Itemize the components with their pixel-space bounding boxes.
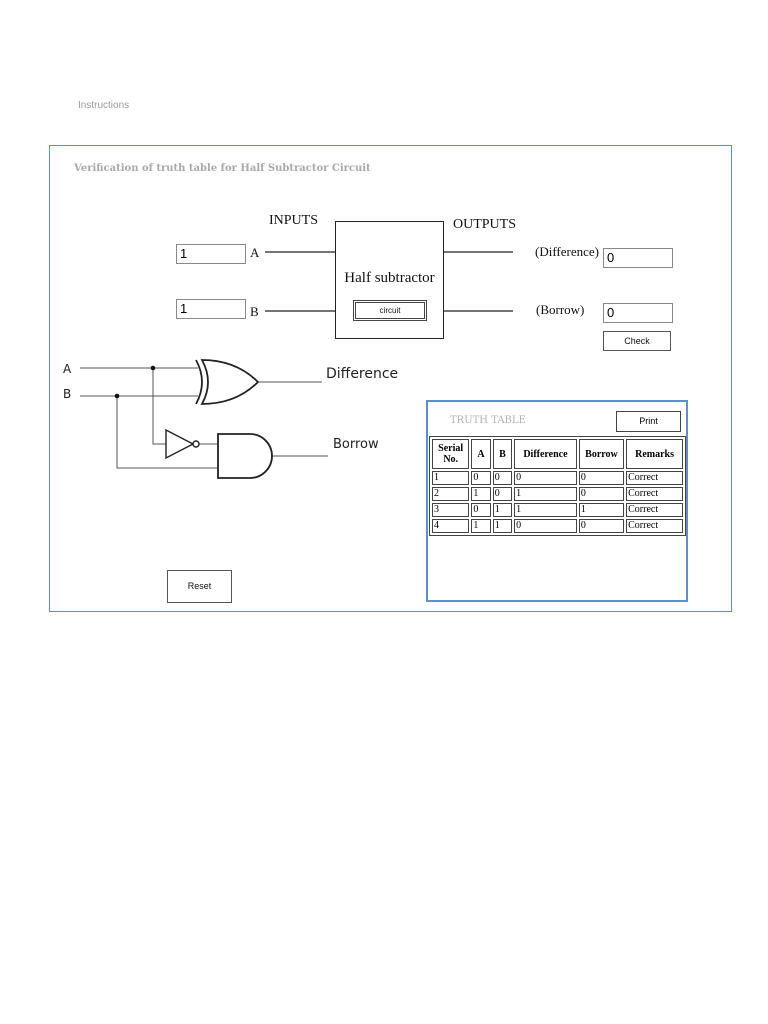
difference-output-label: (Difference) [535,244,599,259]
panel-title: Verification of truth table for Half Sub… [74,163,371,174]
cell-b: 0 [492,487,513,501]
cell-remarks: Correct [626,471,683,485]
check-button[interactable]: Check [603,331,671,351]
cell-borrow: 1 [578,503,625,517]
header-a: A [471,439,491,469]
cell-a: 0 [471,503,491,517]
schematic-input-a-label: A [63,362,72,376]
cell-serial: 2 [432,487,470,501]
header-serial-no: Serial No. [432,439,470,469]
input-a-field[interactable]: 1 [176,244,246,264]
schematic-borrow-label: Borrow [333,437,379,452]
cell-difference: 1 [514,503,577,517]
cell-difference: 1 [514,487,577,501]
borrow-output-field[interactable]: 0 [603,303,673,323]
cell-difference: 0 [514,519,577,533]
cell-borrow: 0 [578,487,625,501]
table-row: 2 1 0 1 0 Correct [432,487,683,501]
half-subtractor-title: Half subtractor [344,270,435,286]
header-remarks: Remarks [626,439,683,469]
cell-b: 1 [492,519,513,533]
half-subtractor-block: Half subtractor circuit [335,221,444,339]
cell-a: 0 [471,471,491,485]
cell-serial: 4 [432,519,470,533]
borrow-output-label: (Borrow) [536,302,585,317]
cell-serial: 3 [432,503,470,517]
cell-difference: 0 [514,471,577,485]
header-borrow: Borrow [578,439,625,469]
input-b-field[interactable]: 1 [176,299,246,319]
cell-serial: 1 [432,471,470,485]
header-difference: Difference [514,439,577,469]
cell-a: 1 [471,519,491,533]
truth-table-panel: TRUTH TABLE Print Serial No. A B Differe… [426,400,688,602]
input-b-label: B [250,304,259,319]
schematic-difference-label: Difference [326,366,399,382]
cell-remarks: Correct [626,487,683,501]
cell-b: 1 [492,503,513,517]
truth-table-header-row: Serial No. A B Difference Borrow Remarks [432,439,683,469]
cell-remarks: Correct [626,519,683,533]
print-button[interactable]: Print [616,411,681,432]
cell-borrow: 0 [578,471,625,485]
table-row: 4 1 1 0 0 Correct [432,519,683,533]
reset-button[interactable]: Reset [167,570,232,603]
header-b: B [492,439,513,469]
outputs-label: OUTPUTS [453,217,517,232]
circuit-button[interactable]: circuit [353,300,427,321]
cell-a: 1 [471,487,491,501]
schematic-input-b-label: B [63,387,72,401]
table-row: 3 0 1 1 1 Correct [432,503,683,517]
instructions-link[interactable]: Instructions [78,100,130,111]
truth-table: Serial No. A B Difference Borrow Remarks… [429,436,686,536]
cell-remarks: Correct [626,503,683,517]
truth-table-title: TRUTH TABLE [450,415,526,426]
cell-b: 0 [492,471,513,485]
experiment-panel [49,145,732,612]
inputs-label: INPUTS [269,213,319,228]
table-row: 1 0 0 0 0 Correct [432,471,683,485]
cell-borrow: 0 [578,519,625,533]
input-a-label: A [250,245,260,260]
difference-output-field[interactable]: 0 [603,248,673,268]
